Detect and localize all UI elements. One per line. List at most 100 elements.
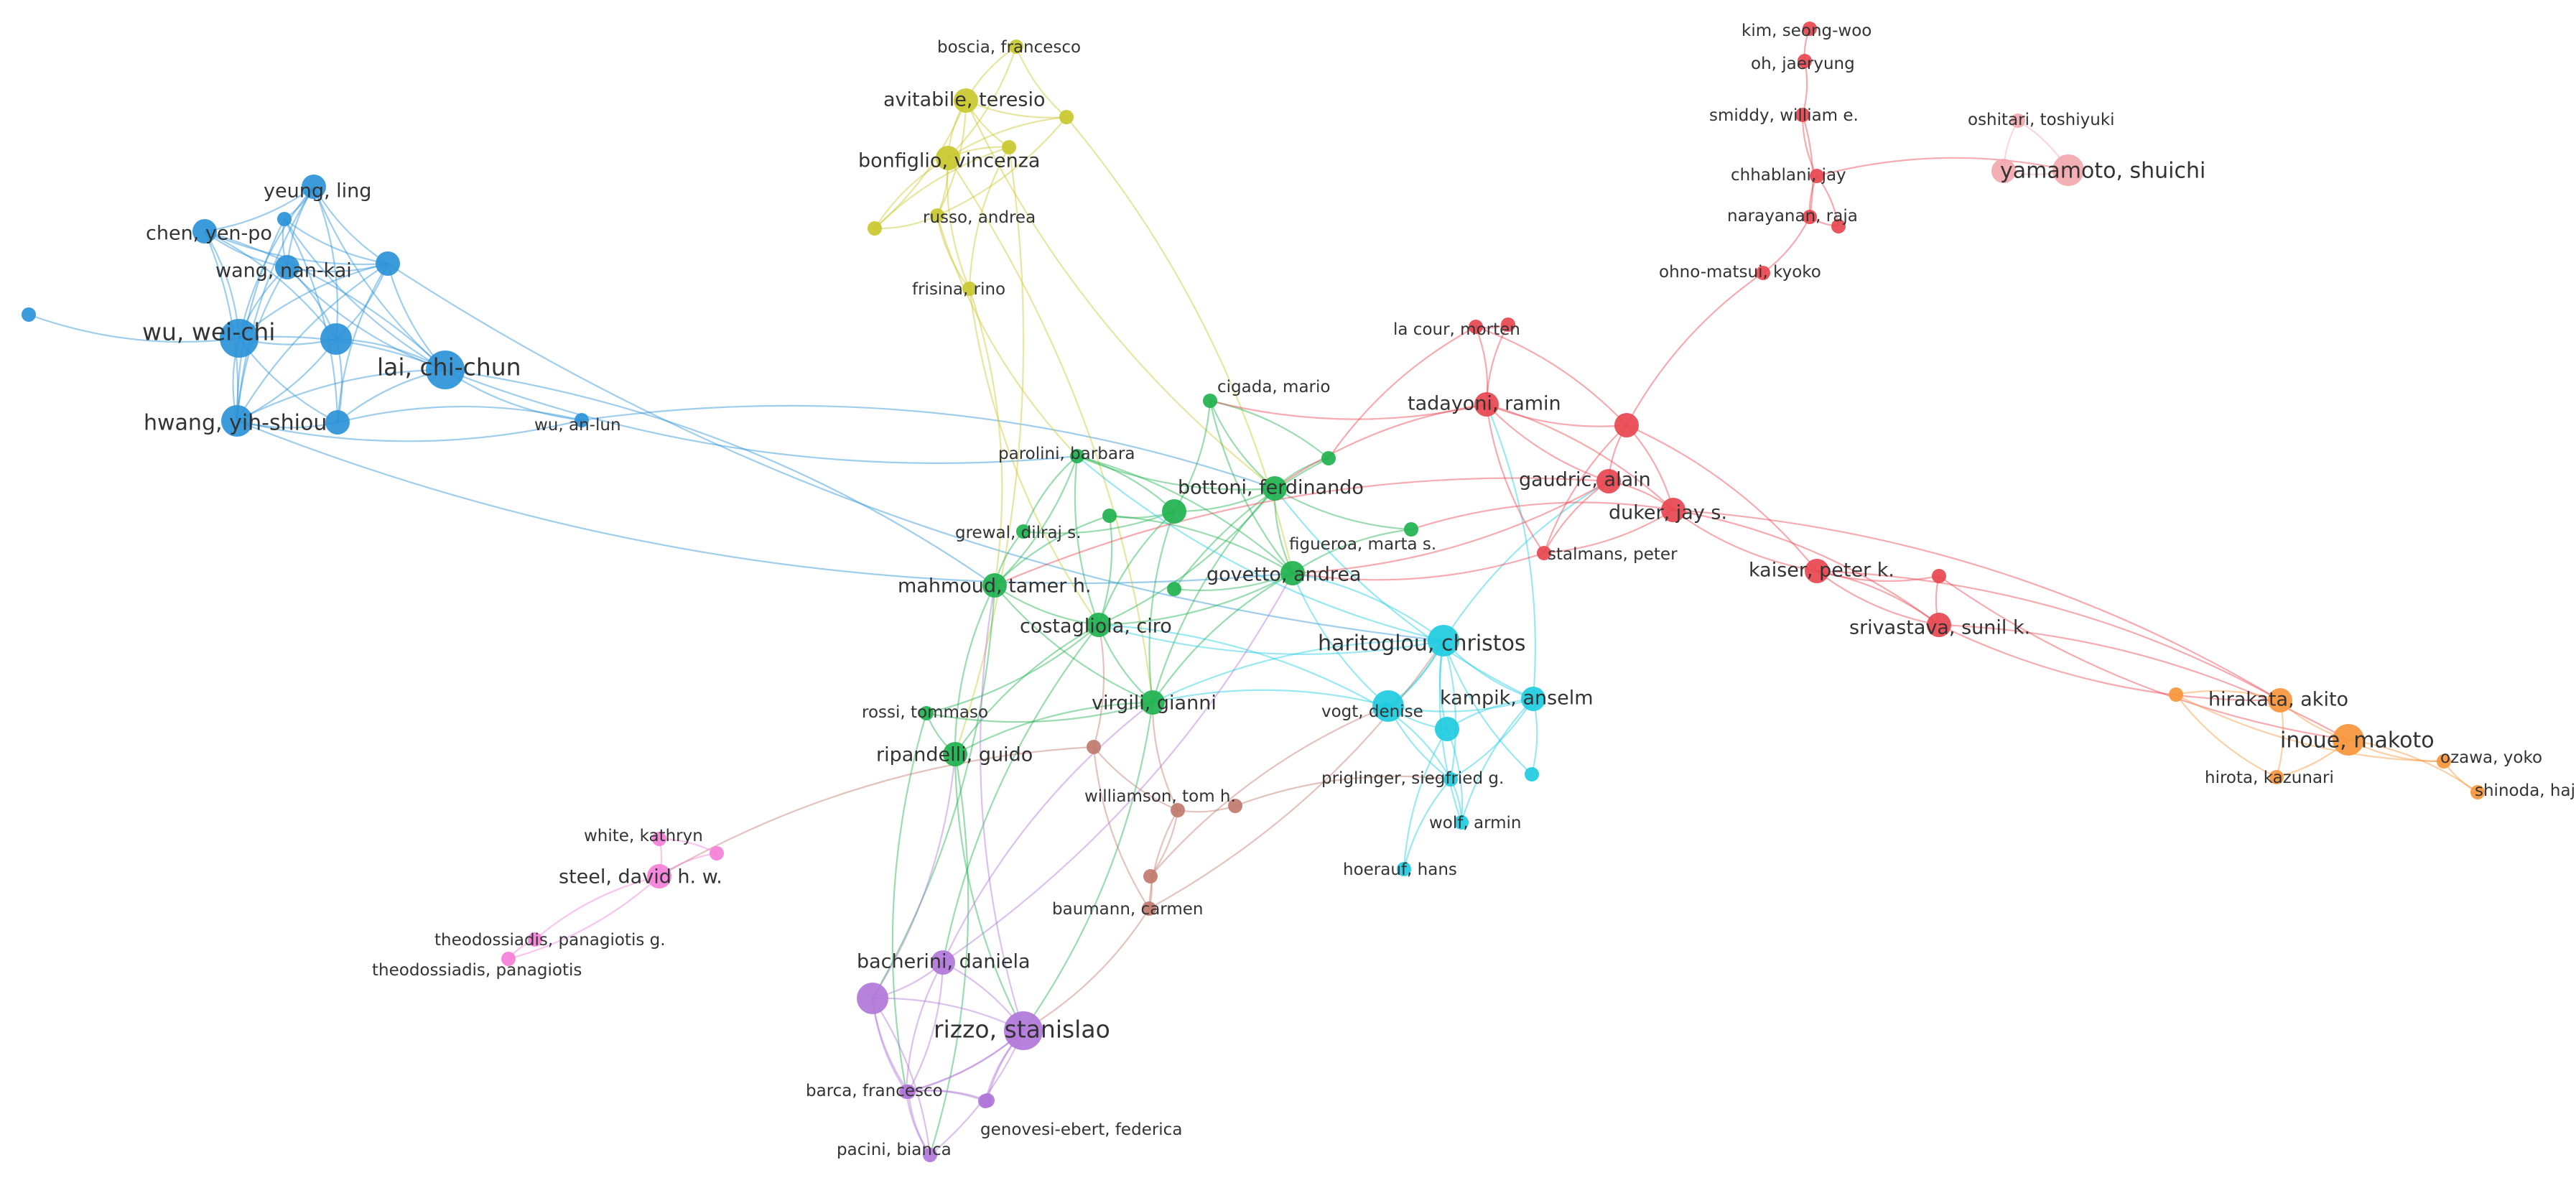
author-node-bonfiglio[interactable] bbox=[936, 146, 960, 170]
author-node-stalmans[interactable] bbox=[1537, 546, 1551, 560]
author-node-srivastava[interactable] bbox=[1927, 613, 1951, 637]
author-node-yeung-ling[interactable] bbox=[302, 175, 326, 199]
author-node-parolini[interactable] bbox=[1070, 449, 1084, 463]
author-node-narayanan[interactable] bbox=[1803, 210, 1817, 224]
author-node[interactable] bbox=[1525, 767, 1539, 781]
coauthor-link bbox=[1148, 511, 1176, 703]
author-node-duker[interactable] bbox=[1661, 498, 1685, 522]
author-node[interactable] bbox=[1321, 451, 1336, 465]
author-node-shinoda[interactable] bbox=[2470, 785, 2485, 799]
author-node[interactable] bbox=[1831, 219, 1846, 233]
author-node[interactable] bbox=[1102, 509, 1117, 523]
coauthor-link bbox=[1092, 624, 1105, 748]
author-node-hirakata[interactable] bbox=[2268, 688, 2292, 713]
author-node-russo[interactable] bbox=[930, 208, 944, 223]
author-node[interactable] bbox=[22, 307, 36, 322]
author-node[interactable] bbox=[1614, 413, 1639, 437]
author-node-hwang-yihshiou[interactable] bbox=[221, 405, 253, 437]
author-node-hirota[interactable] bbox=[2269, 770, 2284, 784]
author-node[interactable] bbox=[277, 212, 292, 226]
author-node-steel[interactable] bbox=[647, 864, 671, 888]
author-label-frisina: frisina, rino bbox=[912, 280, 1005, 299]
author-node-haritoglou[interactable] bbox=[1428, 625, 1459, 656]
author-node-wu-anlun[interactable] bbox=[575, 413, 589, 427]
coauthor-link bbox=[284, 218, 389, 265]
author-node-figueroa[interactable] bbox=[1404, 522, 1418, 537]
author-node-chen-yenpo[interactable] bbox=[192, 219, 217, 243]
author-node-oshitari[interactable] bbox=[2011, 113, 2025, 128]
author-node-mahmoud[interactable] bbox=[982, 573, 1007, 598]
author-node[interactable] bbox=[1372, 690, 1404, 722]
author-node-boscia[interactable] bbox=[1009, 40, 1023, 54]
author-node-yamamoto[interactable] bbox=[2052, 154, 2084, 186]
author-node-lacour[interactable] bbox=[1469, 320, 1483, 334]
author-node-wolf[interactable] bbox=[1454, 815, 1469, 830]
author-label-hoerauf: hoerauf, hans bbox=[1343, 860, 1457, 879]
author-node-theo[interactable] bbox=[501, 952, 516, 966]
author-node-ripandelli[interactable] bbox=[943, 742, 967, 766]
coauthor-link bbox=[1152, 572, 1293, 703]
author-node-tadayoni[interactable] bbox=[1474, 392, 1499, 417]
author-label-cigada: cigada, mario bbox=[1217, 378, 1330, 396]
author-node-govetto[interactable] bbox=[1280, 561, 1305, 585]
author-node-virgili[interactable] bbox=[1140, 690, 1165, 715]
author-node-chhablani[interactable] bbox=[1810, 169, 1824, 183]
author-label-gaudric: gaudric, alain bbox=[1519, 468, 1651, 491]
author-node-kaiser[interactable] bbox=[1805, 559, 1829, 583]
author-node-gaudric[interactable] bbox=[1596, 469, 1621, 493]
author-node[interactable] bbox=[1991, 159, 2016, 183]
author-node-cigada[interactable] bbox=[1203, 394, 1217, 408]
author-node[interactable] bbox=[320, 323, 352, 355]
author-node[interactable] bbox=[710, 846, 724, 860]
author-node-white[interactable] bbox=[652, 832, 666, 846]
author-node-priglinger[interactable] bbox=[1443, 772, 1458, 786]
author-node-wu-weichi[interactable] bbox=[220, 319, 259, 358]
author-node-costagliola[interactable] bbox=[1087, 613, 1111, 637]
author-node[interactable] bbox=[901, 1085, 916, 1099]
author-node[interactable] bbox=[1087, 740, 1101, 754]
author-node-kim[interactable] bbox=[1803, 22, 1817, 36]
author-label-hirakata: hirakata, akito bbox=[2208, 688, 2348, 710]
author-node[interactable] bbox=[1501, 317, 1515, 332]
author-node[interactable] bbox=[376, 251, 400, 276]
author-node-ohnomatsui[interactable] bbox=[1756, 266, 1770, 280]
author-node-bottoni[interactable] bbox=[1263, 476, 1287, 501]
author-node[interactable] bbox=[2169, 687, 2183, 702]
author-node[interactable] bbox=[325, 410, 350, 435]
author-node-baumann[interactable] bbox=[1142, 901, 1156, 916]
author-node[interactable] bbox=[1932, 569, 1946, 583]
author-node[interactable] bbox=[868, 221, 882, 236]
author-label-chen-yenpo: chen, yen-po bbox=[146, 222, 272, 244]
author-node[interactable] bbox=[978, 1094, 992, 1108]
author-node-bacherini[interactable] bbox=[931, 950, 955, 975]
author-node[interactable] bbox=[857, 983, 888, 1014]
author-node-grewal[interactable] bbox=[1016, 524, 1031, 539]
author-node-wang-nankai[interactable] bbox=[275, 255, 299, 279]
author-node-rossi[interactable] bbox=[919, 706, 934, 720]
author-node-hoerauf[interactable] bbox=[1397, 862, 1411, 876]
author-node[interactable] bbox=[1435, 717, 1459, 741]
author-node-lai-chichun[interactable] bbox=[426, 351, 465, 389]
author-label-lacour: la cour, morten bbox=[1393, 320, 1520, 339]
coauthor-link bbox=[936, 215, 970, 289]
author-node-pacini[interactable] bbox=[923, 1148, 937, 1162]
coauthor-link bbox=[872, 753, 957, 999]
author-node-kampik[interactable] bbox=[1521, 687, 1545, 711]
author-node-oh[interactable] bbox=[1798, 54, 1812, 68]
author-node[interactable] bbox=[1162, 499, 1186, 524]
author-node[interactable] bbox=[1167, 582, 1181, 596]
author-node-smiddy[interactable] bbox=[1795, 108, 1810, 122]
author-node-frisina[interactable] bbox=[962, 282, 977, 296]
author-node[interactable] bbox=[1143, 869, 1158, 883]
author-node-avitabile[interactable] bbox=[954, 88, 978, 113]
coauthor-link bbox=[445, 368, 995, 586]
author-node-inoue[interactable] bbox=[2333, 724, 2364, 756]
author-node-rizzo[interactable] bbox=[1004, 1011, 1043, 1050]
author-node-williamson[interactable] bbox=[1171, 803, 1185, 817]
author-node[interactable] bbox=[1228, 799, 1242, 813]
author-node-ozawa[interactable] bbox=[2437, 754, 2451, 769]
author-node[interactable] bbox=[1002, 140, 1016, 154]
author-node[interactable] bbox=[1059, 110, 1074, 124]
author-node-theo-g[interactable] bbox=[528, 932, 542, 947]
